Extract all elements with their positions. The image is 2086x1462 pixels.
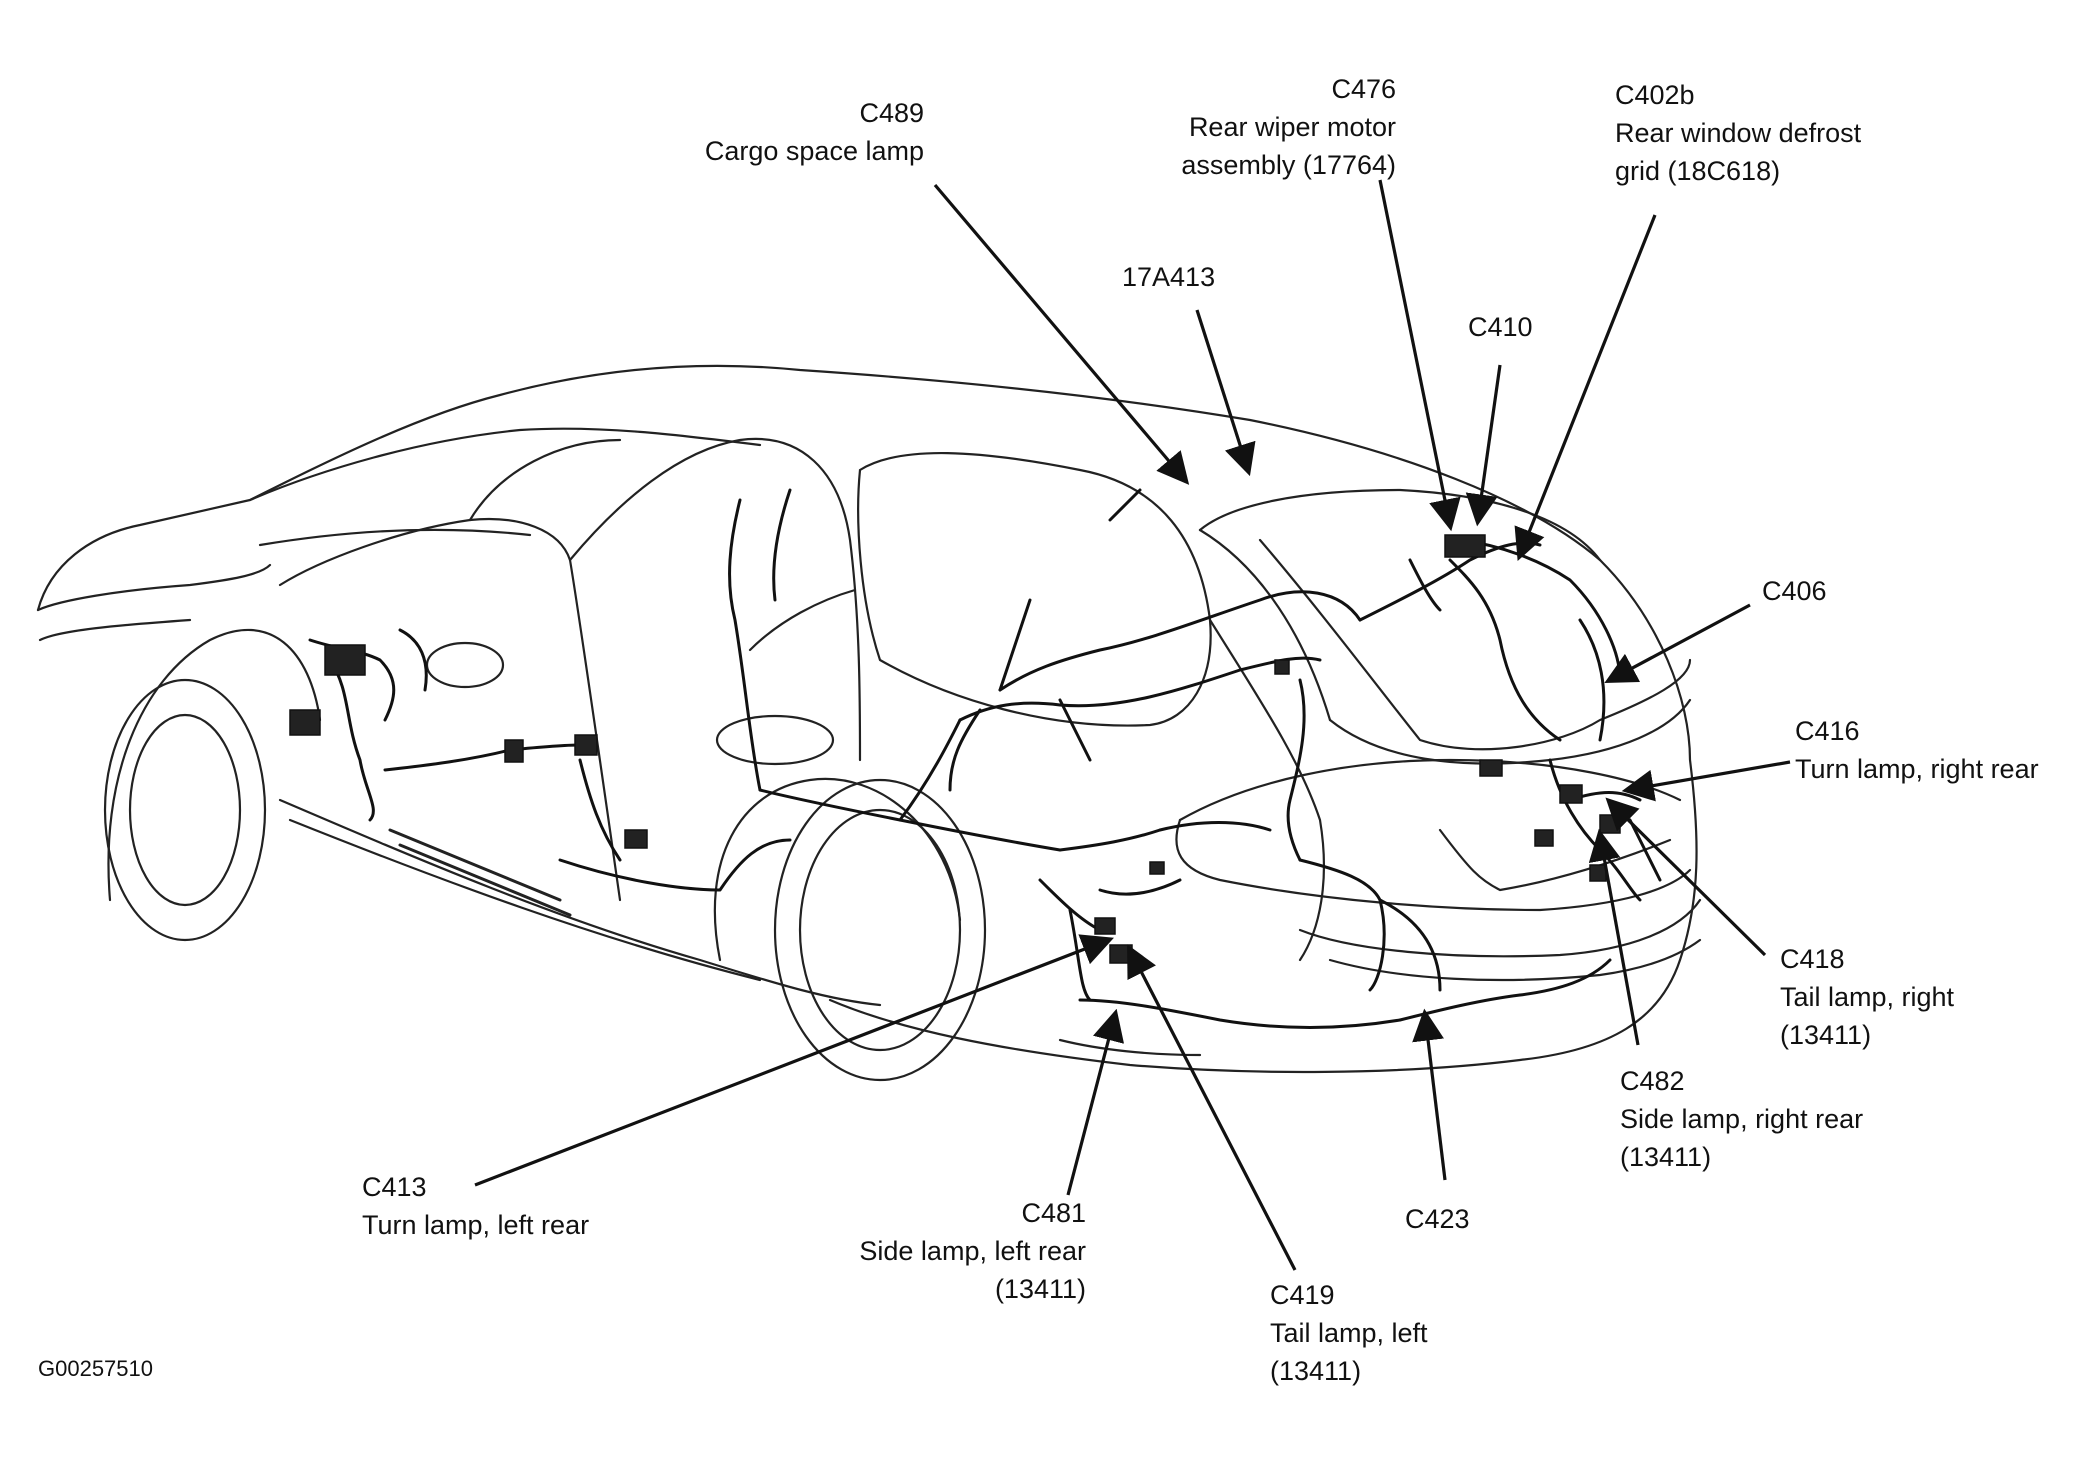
- callout-c402b-code: C402b: [1615, 80, 1695, 110]
- callout-c413: C413 Turn lamp, left rear: [362, 1168, 589, 1244]
- callout-c423: C423: [1405, 1200, 1470, 1238]
- callout-c481: C481 Side lamp, left rear (13411): [800, 1194, 1086, 1308]
- callout-17a413: 17A413: [1122, 258, 1215, 296]
- callout-c489: C489 Cargo space lamp: [600, 94, 924, 170]
- callout-c482-desc-line1: Side lamp, right rear: [1620, 1104, 1864, 1134]
- callout-c476-code: C476: [1331, 74, 1396, 104]
- callout-c418-desc-line2: (13411): [1780, 1020, 1872, 1050]
- connector-blocks: [289, 534, 1621, 964]
- callout-c402b-desc-line1: Rear window defrost: [1615, 118, 1862, 148]
- callout-c482-code: C482: [1620, 1066, 1685, 1096]
- callout-c482-desc-line2: (13411): [1620, 1142, 1712, 1172]
- callout-c416-desc: Turn lamp, right rear: [1795, 754, 2039, 784]
- callout-c406-code: C406: [1762, 576, 1827, 606]
- callout-c402b-desc-line2: grid (18C618): [1615, 156, 1781, 186]
- figure-id: G00257510: [38, 1356, 153, 1381]
- vehicle-outline-icon: [36, 364, 1702, 1082]
- callout-c419-code: C419: [1270, 1280, 1335, 1310]
- callout-c416-code: C416: [1795, 716, 1860, 746]
- callout-c481-code: C481: [1021, 1198, 1086, 1228]
- callout-c476-desc-line1: Rear wiper motor: [1188, 112, 1396, 142]
- callout-c410: C410: [1468, 308, 1533, 346]
- callout-c418-desc-line1: Tail lamp, right: [1780, 982, 1955, 1012]
- callout-17a413-code: 17A413: [1122, 262, 1216, 292]
- callout-c418: C418 Tail lamp, right (13411): [1780, 940, 1954, 1054]
- callout-c489-desc: Cargo space lamp: [704, 136, 924, 166]
- callout-c489-code: C489: [859, 98, 924, 128]
- callout-c419-desc-line2: (13411): [1270, 1356, 1362, 1386]
- callout-c481-desc-line1: Side lamp, left rear: [859, 1236, 1086, 1266]
- callout-c482: C482 Side lamp, right rear (13411): [1620, 1062, 1863, 1176]
- callout-c416: C416 Turn lamp, right rear: [1795, 712, 2039, 788]
- callout-c402b: C402b Rear window defrost grid (18C618): [1615, 76, 1861, 190]
- callout-c413-code: C413: [362, 1172, 427, 1202]
- callout-c423-code: C423: [1405, 1204, 1470, 1234]
- callout-c481-desc-line2: (13411): [994, 1274, 1086, 1304]
- leader-arrows: [474, 179, 1791, 1271]
- callout-c476: C476 Rear wiper motor assembly (17764): [1100, 70, 1396, 184]
- callout-c406: C406: [1762, 572, 1827, 610]
- callout-c419: C419 Tail lamp, left (13411): [1270, 1276, 1428, 1390]
- callout-c419-desc-line1: Tail lamp, left: [1270, 1318, 1428, 1348]
- callout-c410-code: C410: [1468, 312, 1533, 342]
- callout-c413-desc: Turn lamp, left rear: [362, 1210, 590, 1240]
- callout-c476-desc-line2: assembly (17764): [1181, 150, 1396, 180]
- callout-c418-code: C418: [1780, 944, 1845, 974]
